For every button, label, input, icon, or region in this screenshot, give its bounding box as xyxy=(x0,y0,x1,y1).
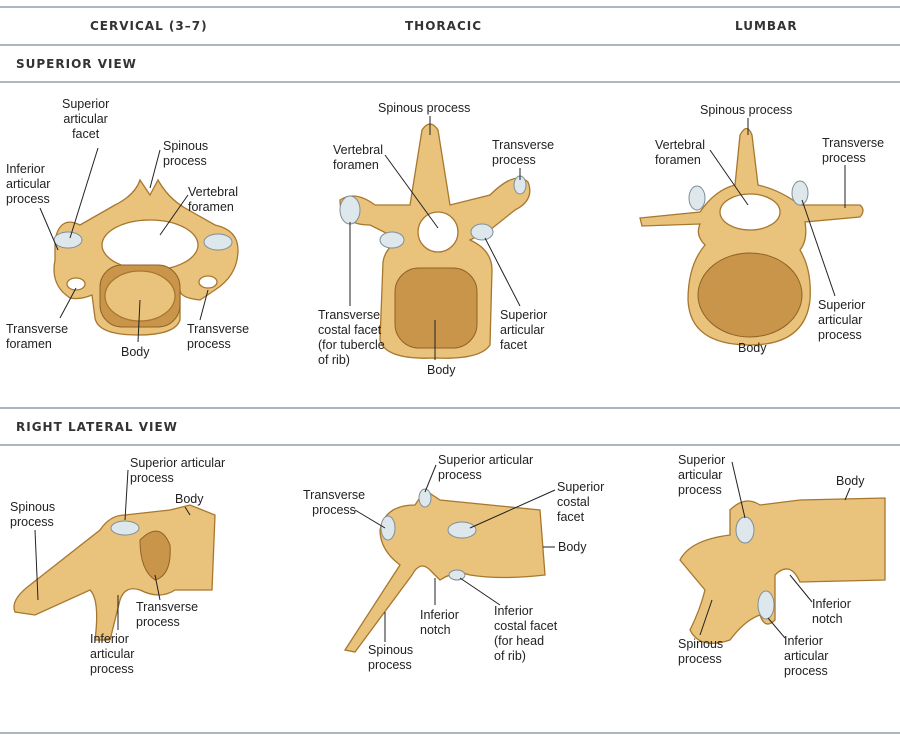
label-thoracic-body: Body xyxy=(427,363,456,377)
section-header-lateral: RIGHT LATERAL VIEW xyxy=(16,420,178,434)
label-thoracic-superior-articular-facet: Superior articular facet xyxy=(500,308,548,352)
label-thoracic-vertebral-foramen: Vertebral foramen xyxy=(333,143,384,172)
label-cervical-body: Body xyxy=(121,345,150,359)
column-header-lumbar: LUMBAR xyxy=(735,19,798,33)
label-cervical-inferior-articular-process: Inferior articular process xyxy=(6,162,51,206)
label-cervical-transverse-foramen: Transverse foramen xyxy=(6,322,69,351)
lumbar-lateral-vertebra xyxy=(679,497,886,644)
label-lumbar-transverse-process: Transverse process xyxy=(822,136,885,165)
label-lumbar-lat-inferior-notch: Inferior notch xyxy=(812,597,851,626)
label-cervical-lat-body: Body xyxy=(175,492,204,506)
label-cervical-vertebral-foramen: Vertebral foramen xyxy=(188,185,239,214)
column-header-cervical: CERVICAL (3–7) xyxy=(90,19,208,33)
divider xyxy=(0,6,900,8)
label-thoracic-lat-spinous-process: Spinous process xyxy=(368,643,414,672)
label-cervical-lat-superior-articular-process: Superior articular process xyxy=(130,456,226,485)
label-lumbar-vertebral-foramen: Vertebral foramen xyxy=(655,138,706,167)
lumbar-superior-vertebra xyxy=(639,127,864,346)
leader-lines xyxy=(34,116,851,642)
divider xyxy=(0,444,900,446)
label-thoracic-lat-superior-costal-facet: Superior costal facet xyxy=(557,480,605,524)
label-cervical-transverse-process: Transverse process xyxy=(187,322,250,351)
thoracic-superior-vertebra xyxy=(339,123,531,359)
label-lumbar-lat-inferior-articular-process: Inferior articular process xyxy=(784,634,829,678)
label-thoracic-transverse-process: Transverse process xyxy=(492,138,555,167)
cervical-superior-vertebra xyxy=(53,178,239,336)
label-thoracic-transverse-costal-facet: Transverse costal facet (for tubercle of… xyxy=(318,308,385,367)
label-cervical-superior-articular-facet: Superior articular facet xyxy=(62,97,110,141)
label-thoracic-lat-inferior-costal-facet: Inferior costal facet (for head of rib) xyxy=(494,604,558,663)
divider xyxy=(0,81,900,83)
label-lumbar-spinous-process: Spinous process xyxy=(700,103,793,117)
label-lumbar-lat-spinous-process: Spinous process xyxy=(678,637,724,666)
label-thoracic-lat-superior-articular-process: Superior articular process xyxy=(438,453,534,482)
divider xyxy=(0,407,900,409)
label-thoracic-lat-body: Body xyxy=(558,540,587,554)
cervical-lateral-vertebra xyxy=(13,504,216,641)
section-header-superior: SUPERIOR VIEW xyxy=(16,57,137,71)
label-lumbar-lat-body: Body xyxy=(836,474,865,488)
label-lumbar-lat-superior-articular-process: Superior articular process xyxy=(678,453,726,497)
thoracic-lateral-vertebra xyxy=(343,488,546,653)
label-lumbar-superior-articular-process: Superior articular process xyxy=(818,298,866,342)
label-cervical-lat-transverse-process: Transverse process xyxy=(136,600,199,629)
divider xyxy=(0,732,900,734)
label-lumbar-body: Body xyxy=(738,341,767,355)
label-cervical-lat-inferior-articular-process: Inferior articular process xyxy=(90,632,135,676)
label-thoracic-spinous-process: Spinous process xyxy=(378,101,471,115)
label-cervical-lat-spinous-process: Spinous process xyxy=(10,500,56,529)
label-cervical-spinous-process: Spinous process xyxy=(163,139,209,168)
column-header-thoracic: THORACIC xyxy=(405,19,483,33)
divider xyxy=(0,44,900,46)
label-thoracic-lat-inferior-notch: Inferior notch xyxy=(420,608,459,637)
label-thoracic-lat-transverse-process: Transverse process xyxy=(303,488,366,517)
